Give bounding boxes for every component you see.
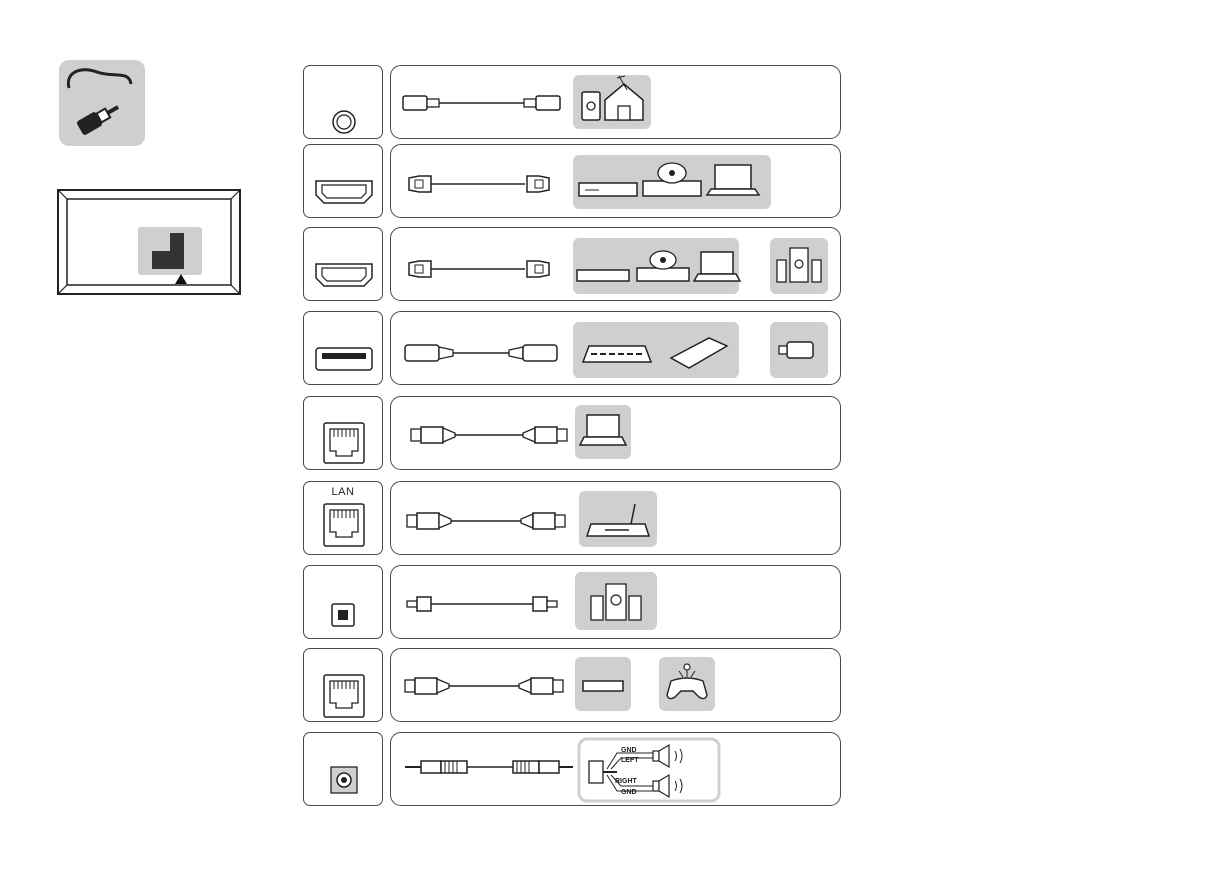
cable-row-rj45-pc — [390, 396, 841, 470]
usb-cable-icon — [405, 345, 557, 361]
port-headphone[interactable] — [303, 732, 383, 806]
cable-row-usb — [390, 311, 841, 385]
cable-plug-icon — [59, 60, 145, 146]
ethernet-cable-icon — [407, 513, 565, 529]
laptop-icon — [707, 165, 759, 195]
cable-row-rj45-game — [390, 648, 841, 722]
router-icon — [579, 491, 657, 547]
port-rj45-game[interactable] — [303, 648, 383, 722]
cable-row-antenna — [390, 65, 841, 139]
port-usb[interactable] — [303, 311, 383, 385]
audio-cable-icon — [405, 761, 573, 773]
media-player-icon — [579, 183, 637, 196]
media-player-icon — [577, 270, 629, 281]
hdmi-cable-icon — [409, 261, 549, 277]
port-hdmi-1[interactable] — [303, 144, 383, 218]
gamepad-icon — [659, 657, 715, 711]
tv-back-panel-icon — [57, 189, 241, 295]
coax-cable-icon — [403, 96, 560, 110]
cable-row-headphone: GND LEFT RIGHT GND — [390, 732, 841, 806]
laptop-icon — [575, 405, 631, 459]
port-lan[interactable]: LAN — [303, 481, 383, 555]
ethernet-cable-icon — [411, 427, 567, 443]
jack-label-gnd-bottom: GND — [621, 789, 637, 796]
speaker-system-icon — [770, 238, 828, 294]
network-device-icon — [583, 346, 651, 362]
usb-stick-icon — [770, 322, 828, 378]
port-hdmi-2[interactable] — [303, 227, 383, 301]
set-top-box-icon — [575, 657, 631, 711]
ethernet-cable-icon — [405, 678, 563, 694]
cable-row-lan — [390, 481, 841, 555]
optical-cable-icon — [407, 597, 557, 611]
hdmi-cable-icon — [409, 176, 549, 192]
cable-row-hdmi-1 — [390, 144, 841, 218]
speaker-system-icon — [575, 572, 657, 630]
cable-row-hdmi-2 — [390, 227, 841, 301]
port-optical[interactable] — [303, 565, 383, 639]
laptop-icon — [694, 252, 740, 281]
jack-label-gnd-top: GND — [621, 747, 637, 754]
cable-plug-tile — [59, 60, 145, 146]
jack-label-right: RIGHT — [615, 778, 638, 785]
port-antenna[interactable] — [303, 65, 383, 139]
antenna-house-icon — [573, 75, 651, 129]
cable-row-optical — [390, 565, 841, 639]
tv-back-panel — [57, 189, 241, 295]
port-rj45-pc[interactable] — [303, 396, 383, 470]
jack-label-left: LEFT — [621, 757, 639, 764]
audio-jack-wiring-diagram: GND LEFT RIGHT GND — [579, 739, 719, 801]
